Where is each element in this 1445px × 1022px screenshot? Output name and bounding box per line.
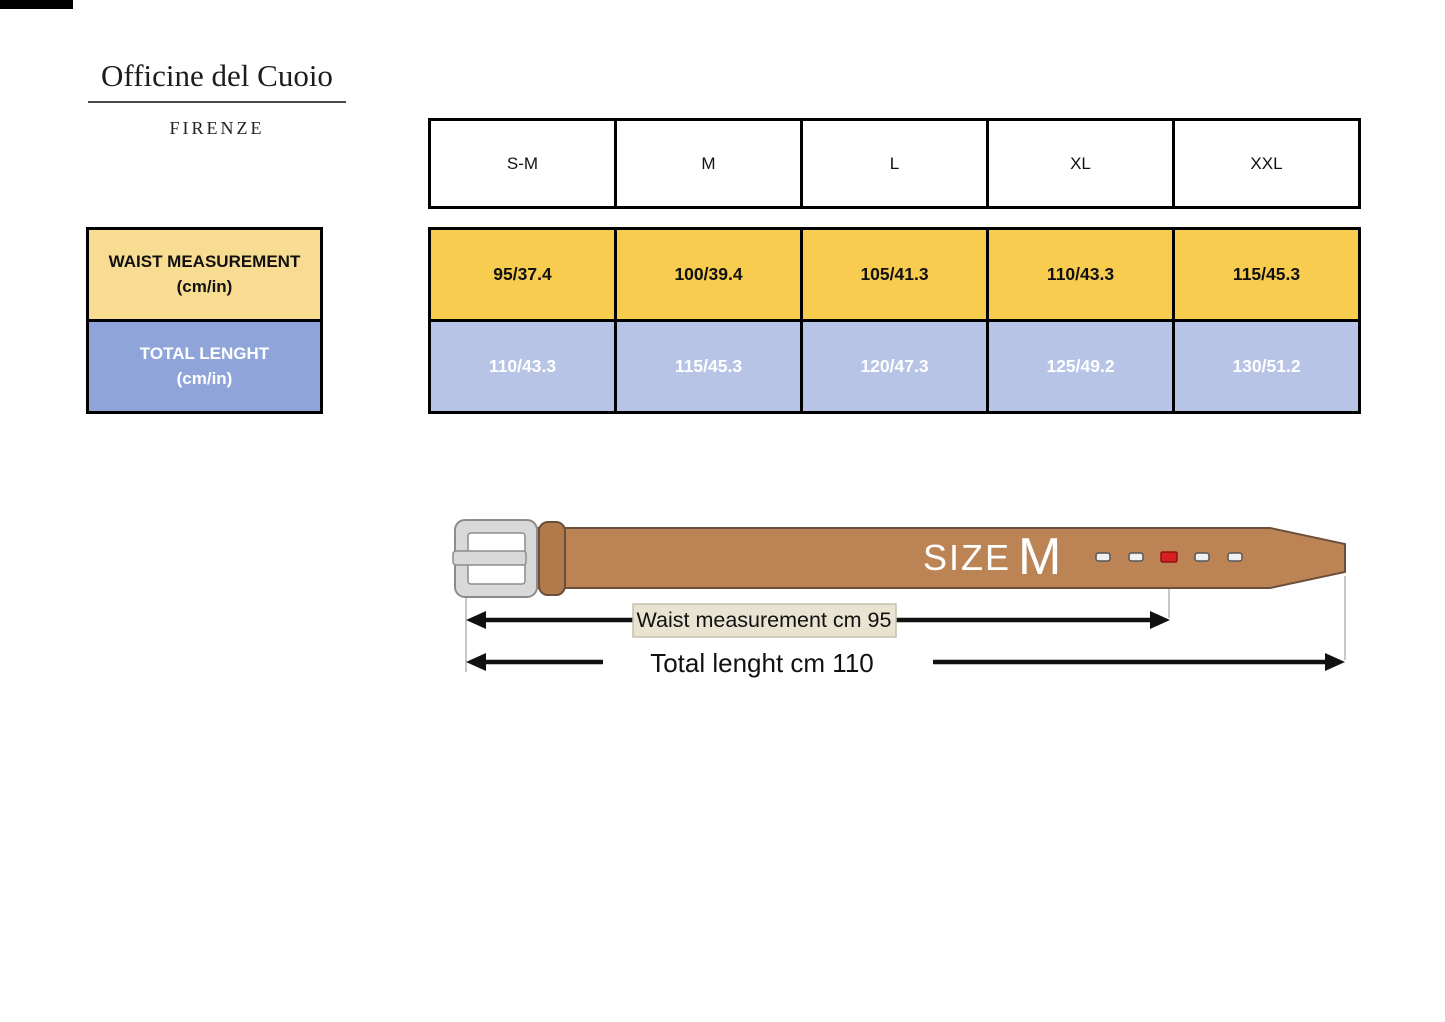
waist-arrow-right-head xyxy=(1150,611,1170,629)
belt-diagram: SIZE M Waist measurement cm 95 Total len… xyxy=(452,519,1346,680)
brand-name: Officine del Cuoio xyxy=(88,58,346,103)
waist-measure-arrow: Waist measurement cm 95 xyxy=(466,603,1170,638)
belt-size-value: M xyxy=(1018,528,1061,586)
brand-block: Officine del Cuoio FIRENZE xyxy=(88,58,346,139)
belt-hole xyxy=(1095,552,1111,562)
total-arrow-label: Total lenght cm 110 xyxy=(650,648,874,678)
waist-row-label: WAIST MEASUREMENT (cm/in) xyxy=(89,230,320,319)
waist-arrow-left-head xyxy=(466,611,486,629)
total-label-backing xyxy=(603,644,933,680)
size-header-cell: M xyxy=(617,121,800,206)
size-data-grid: 95/37.4 100/39.4 105/41.3 110/43.3 115/4… xyxy=(428,227,1361,414)
length-row-label: TOTAL LENGHT (cm/in) xyxy=(89,322,320,411)
size-header-cell: L xyxy=(803,121,986,206)
length-value-cell: 115/45.3 xyxy=(617,322,800,411)
waist-label-box xyxy=(632,603,897,638)
waist-value-cell: 95/37.4 xyxy=(431,230,614,319)
waist-row-label-text: WAIST MEASUREMENT xyxy=(108,251,301,271)
belt-hole xyxy=(1128,552,1144,562)
length-value-cell: 120/47.3 xyxy=(803,322,986,411)
waist-value-cell: 100/39.4 xyxy=(617,230,800,319)
size-header-row: S-M M L XL XXL xyxy=(428,118,1361,209)
size-header-cell: S-M xyxy=(431,121,614,206)
length-row-unit: (cm/in) xyxy=(176,368,233,388)
total-arrow-right-head xyxy=(1325,653,1345,671)
waist-arrow-label: Waist measurement cm 95 xyxy=(637,608,892,632)
length-row-label-text: TOTAL LENGHT xyxy=(139,343,270,363)
length-value-cell: 110/43.3 xyxy=(431,322,614,411)
total-arrow-left-head xyxy=(466,653,486,671)
waist-value-cell: 115/45.3 xyxy=(1175,230,1358,319)
belt-hole xyxy=(1227,552,1243,562)
waist-row-unit: (cm/in) xyxy=(176,276,233,296)
waist-value-cell: 105/41.3 xyxy=(803,230,986,319)
brand-city: FIRENZE xyxy=(169,118,265,138)
corner-mark xyxy=(0,0,73,9)
belt-keeper xyxy=(538,521,566,596)
waist-value-cell: 110/43.3 xyxy=(989,230,1172,319)
belt-hole xyxy=(1194,552,1210,562)
belt-size-label: SIZE xyxy=(923,537,1011,578)
length-value-cell: 125/49.2 xyxy=(989,322,1172,411)
row-label-block: WAIST MEASUREMENT (cm/in) TOTAL LENGHT (… xyxy=(86,227,323,414)
length-value-cell: 130/51.2 xyxy=(1175,322,1358,411)
total-length-arrow: Total lenght cm 110 xyxy=(466,644,1345,680)
size-header-cell: XL xyxy=(989,121,1172,206)
size-header-cell: XXL xyxy=(1175,121,1358,206)
buckle-prong xyxy=(452,550,527,566)
belt-hole-selected xyxy=(1160,551,1178,563)
